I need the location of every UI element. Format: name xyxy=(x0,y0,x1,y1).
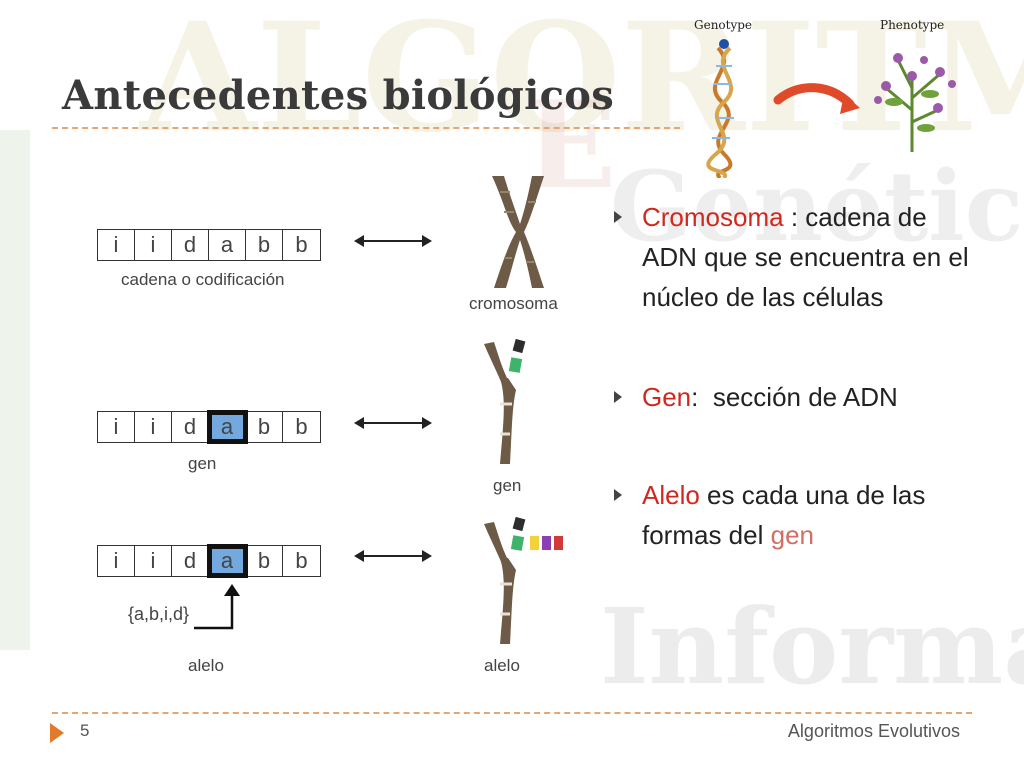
sequence-cell: d xyxy=(172,230,209,260)
bullet-triangle-icon xyxy=(614,391,622,403)
sequence-row-2: i i d a b b xyxy=(97,410,321,444)
caption-gen: gen xyxy=(188,454,217,473)
sequence-cell: i xyxy=(135,546,172,576)
double-arrow-3 xyxy=(354,550,432,562)
nucleus-dot xyxy=(719,39,729,49)
definition-alelo: es cada una de las formas del xyxy=(642,480,926,550)
definition-gen: : sección de ADN xyxy=(691,382,898,412)
gene-chromosome-label: gen xyxy=(493,476,522,495)
sequence-cell: a xyxy=(209,230,246,260)
sequence-cell: b xyxy=(246,230,283,260)
watermark-bar xyxy=(0,130,30,650)
sequence-cell: i xyxy=(98,546,135,576)
sequence-cell: i xyxy=(135,412,172,442)
double-arrow-1 xyxy=(354,235,432,247)
gene-cell: a xyxy=(207,410,248,444)
sequence-cell: b xyxy=(295,548,308,573)
bullet-triangle-icon xyxy=(614,489,622,501)
caption-alelo: alelo xyxy=(188,656,224,675)
caption-cadena: cadena o codificación xyxy=(121,270,285,289)
sequence-cell: d xyxy=(172,546,209,576)
footer-title: Algoritmos Evolutivos xyxy=(787,721,960,741)
definition-alelo-tail: gen xyxy=(770,520,814,550)
phenotype-label: Phenotype xyxy=(880,18,945,32)
term-gen: Gen xyxy=(642,382,692,412)
genotype-phenotype-illustration xyxy=(706,39,956,178)
double-arrow-2 xyxy=(354,417,432,429)
page-number: 5 xyxy=(80,721,90,740)
gene-chromosome-icon xyxy=(484,338,526,464)
bullet-triangle-icon xyxy=(614,211,622,223)
allele-chromosome-icon xyxy=(484,516,563,644)
allele-set: {a,b,i,d} xyxy=(128,604,190,624)
genotype-label: Genotype xyxy=(694,18,753,32)
sequence-cell: i xyxy=(98,412,135,442)
sequence-cell: d xyxy=(172,412,209,442)
footer-arrow-icon xyxy=(50,723,64,743)
term-cromosoma: Cromosoma xyxy=(642,202,784,232)
sequence-cell: b xyxy=(295,232,308,257)
allele-chromosome-label: alelo xyxy=(484,656,520,675)
chromosome-icon xyxy=(492,176,544,288)
watermark-bottom: Informática xyxy=(600,585,1024,708)
allele-pointer-arrow xyxy=(194,584,240,630)
sequence-row-3: i i d a b b xyxy=(97,544,321,578)
definition-cromosoma: : cadena de ADN que se encuentra en el n… xyxy=(642,202,969,312)
chromosome-label: cromosoma xyxy=(469,294,558,313)
term-alelo: Alelo xyxy=(642,480,700,510)
sequence-cell: i xyxy=(135,230,172,260)
sequence-cell: b xyxy=(246,546,283,576)
bullet-alelo: Alelo es cada una de las formas del gen xyxy=(612,475,982,555)
sequence-cell: b xyxy=(295,414,308,439)
sequence-cell: i xyxy=(98,230,135,260)
sequence-row-1: i i d a b b xyxy=(97,229,321,261)
bullet-gen: Gen: sección de ADN xyxy=(612,377,982,417)
bullet-cromosoma: Cromosoma : cadena de ADN que se encuent… xyxy=(612,197,982,317)
definition-list: Cromosoma : cadena de ADN que se encuent… xyxy=(612,197,982,555)
genotype-phenotype-image: Genotype Phenotype xyxy=(690,18,980,178)
footer-divider xyxy=(52,712,972,714)
allele-cell: a xyxy=(207,544,248,578)
sequence-cell: b xyxy=(246,412,283,442)
title-divider xyxy=(52,127,680,129)
slide-title: Antecedentes biológicos xyxy=(62,72,615,119)
